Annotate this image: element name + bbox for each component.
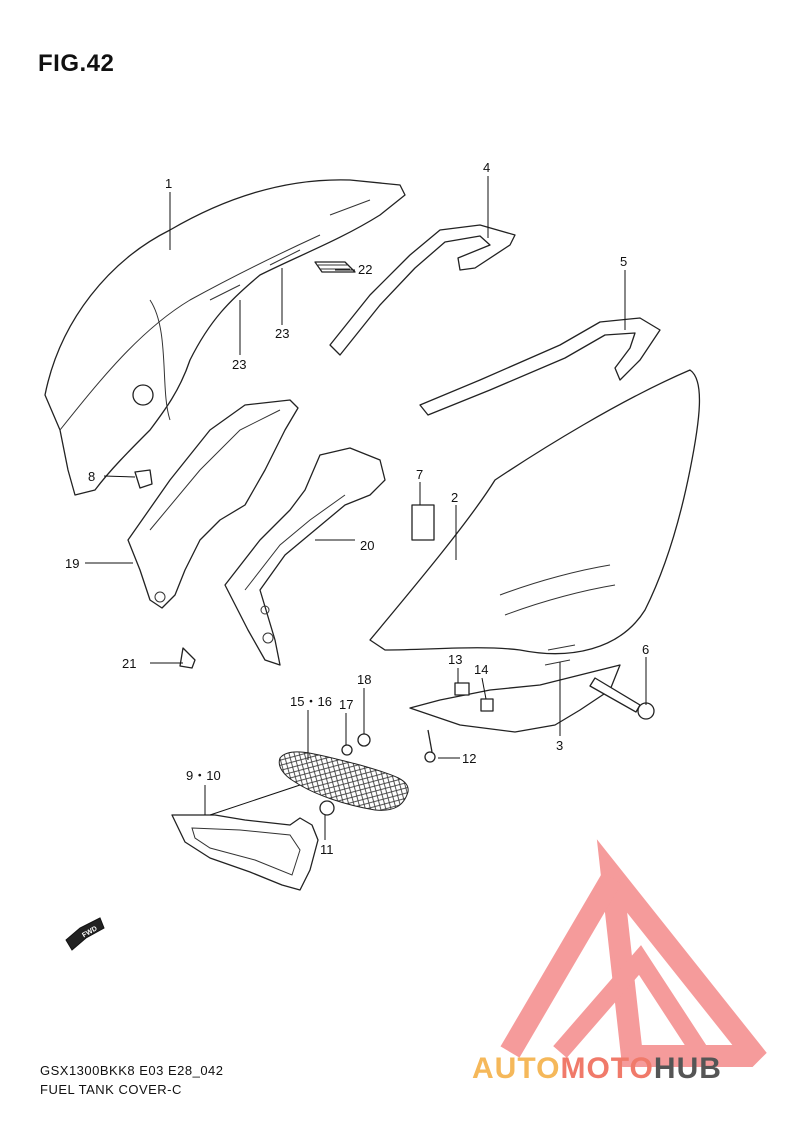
- part-18-nut: [357, 733, 371, 747]
- part-4-trim: [329, 224, 516, 356]
- brand-part-moto: MOTO: [560, 1052, 653, 1085]
- part-19-frame-cover: [127, 399, 299, 609]
- part-9-10-grille-frame: [171, 814, 319, 891]
- brand-part-hub: HUB: [654, 1052, 722, 1085]
- callout-22: 22: [358, 262, 372, 277]
- callout-15-16: 15・16: [290, 694, 332, 709]
- part-5-trim: [419, 317, 661, 416]
- callout-14: 14: [474, 662, 488, 677]
- callout-6: 6: [642, 642, 649, 657]
- callout-3: 3: [556, 738, 563, 753]
- brand-wordmark: AUTOMOTOHUB: [472, 1052, 722, 1085]
- part-11-nut: [319, 800, 335, 816]
- callout-2: 2: [451, 490, 458, 505]
- part-3-lower-panel: [409, 644, 621, 733]
- part-12-screw: [424, 729, 436, 763]
- callout-5: 5: [620, 254, 627, 269]
- footer-section-name: FUEL TANK COVER-C: [40, 1082, 182, 1097]
- callout-4: 4: [483, 160, 490, 175]
- callout-23-right: 23: [275, 326, 289, 341]
- triangle-m-logo-icon: [500, 839, 767, 1067]
- leader-lines: [85, 176, 647, 840]
- callout-21: 21: [122, 656, 136, 671]
- callout-20: 20: [360, 538, 374, 553]
- fwd-arrow-icon: FWD: [65, 917, 105, 951]
- callout-18: 18: [357, 672, 371, 687]
- part-14-clip: [480, 698, 494, 712]
- part-21-screw: [179, 647, 196, 669]
- callout-13: 13: [448, 652, 462, 667]
- callout-9-10: 9・10: [186, 768, 221, 783]
- part-17-washer: [341, 744, 353, 756]
- figure-title: FIG.42: [38, 50, 115, 77]
- part-7-clip: [411, 504, 435, 541]
- callout-1: 1: [165, 176, 172, 191]
- part-20-bracket: [224, 447, 386, 666]
- callout-8: 8: [88, 469, 95, 484]
- footer-model-code: GSX1300BKK8 E03 E28_042: [40, 1063, 224, 1078]
- callout-19: 19: [65, 556, 79, 571]
- callout-17: 17: [339, 697, 353, 712]
- callout-7: 7: [416, 467, 423, 482]
- callout-23-left: 23: [232, 357, 246, 372]
- part-8-grommet: [134, 469, 153, 489]
- part-2-side-panel: [369, 369, 701, 655]
- callout-12: 12: [462, 751, 476, 766]
- brand-part-auto: AUTO: [472, 1052, 560, 1085]
- part-13-clip: [454, 682, 470, 696]
- part-6-bolt: [589, 677, 655, 720]
- part-1-tank-cover: [44, 179, 406, 496]
- part-15-16-mesh: [278, 751, 409, 811]
- callout-11: 11: [320, 842, 334, 857]
